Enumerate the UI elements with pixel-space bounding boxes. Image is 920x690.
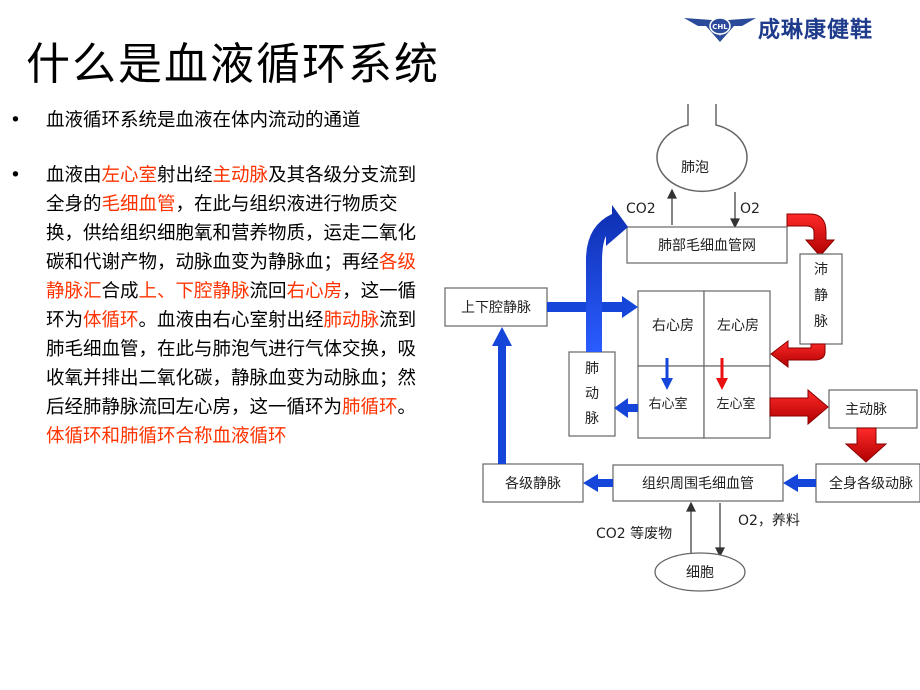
red-arrow-ventricle-to-aorta: [769, 388, 829, 426]
red-arrow-vein-to-left-atrium: [770, 339, 826, 369]
highlight-term: 上、下腔静脉: [138, 281, 250, 302]
highlight-term: 体循环: [83, 310, 139, 331]
text-run: ，这一循环为: [46, 281, 417, 331]
pulmonary-capillaries-box: [626, 226, 788, 264]
bullet-item-2: • 血液由左心室射出经主动脉及其各级分支流到全身的毛细血管，在此与组织液进行物质…: [8, 161, 433, 451]
venae-cavae-box: [444, 287, 548, 327]
pulmonary-artery-label-2: 动: [585, 386, 599, 402]
pulmonary-vein-label-2: 静: [814, 288, 828, 304]
cell-label: 细胞: [686, 565, 714, 581]
logo-abbr: CHL: [712, 23, 728, 31]
blue-arrow-veins-to-cavae: [492, 327, 512, 464]
text-run: 。血液由右心室射出经: [138, 310, 324, 331]
slide-title: 什么是血液循环系统: [26, 39, 440, 90]
pulmonary-capillaries-label: 肺部毛细血管网: [658, 238, 756, 254]
right-atrium-box: [637, 290, 705, 367]
blue-arrow-arteries-to-capillaries: [783, 474, 816, 492]
pulmonary-vein-label-1: 沛: [814, 262, 828, 278]
veins-all-label: 各级静脉: [505, 476, 561, 492]
logo-name: 成琳康健鞋: [758, 18, 874, 43]
arteries-all-box: [815, 463, 920, 503]
pulmonary-artery-box: [568, 351, 616, 437]
right-ventricle-label: 右心室: [648, 396, 687, 412]
text-run: ，在此与组织液进行物质交换，供给组织细胞氧和营养物质，运走二氧化碳和代谢产物，动…: [46, 194, 417, 273]
left-ventricle-label: 左心室: [716, 396, 755, 412]
co2-top-label: CO2: [626, 201, 656, 217]
highlight-term: 肺循环: [342, 397, 398, 418]
text-run: 流到肺毛细血管，在此与肺泡气进行气体交换，吸收氧并排出二氧化碳，静脉血变为动脉血…: [46, 310, 417, 418]
red-arrow-aorta-to-arteries: [844, 427, 888, 463]
highlight-term: 毛细血管: [101, 194, 176, 215]
bullet-dot: •: [10, 165, 21, 186]
red-arrow-capillaries-to-vein: [786, 213, 836, 257]
highlight-term: 各级静脉汇: [46, 252, 417, 302]
text-run: 合成: [101, 281, 139, 302]
bullet-text: 血液由左心室射出经主动脉及其各级分支流到全身的毛细血管，在此与组织液进行物质交换…: [46, 165, 416, 447]
gas-exchange-arrows: [667, 188, 740, 229]
internal-atrium-ventricle-arrows: [661, 358, 728, 390]
winged-emblem-icon: CHL: [684, 17, 756, 42]
co2-waste-label: CO2 等废物: [596, 525, 672, 542]
cell-ellipse: [654, 552, 746, 592]
aorta-label: 主动脉: [845, 402, 887, 418]
left-atrium-label: 左心房: [717, 318, 759, 334]
highlight-term: 右心房: [286, 281, 343, 302]
pulmonary-vein-box: [799, 253, 843, 345]
blue-arrow-ventricle-to-artery: [614, 398, 638, 418]
highlight-term: 肺动脉: [323, 310, 380, 331]
arteries-all-label: 全身各级动脉: [829, 475, 913, 492]
text-run: 。: [397, 397, 417, 418]
bullet-list: • 血液循环系统是血液在体内流动的通道 • 血液由左心室射出经主动脉及其各级分支…: [8, 106, 433, 451]
left-atrium-box: [703, 290, 771, 367]
brand-logo: CHL 成琳康健鞋: [682, 6, 918, 46]
o2-nutrients-label: O2，养料: [738, 513, 800, 529]
bullet-text: 血液循环系统是血液在体内流动的通道: [46, 110, 361, 131]
bullet-item-1: • 血液循环系统是血液在体内流动的通道: [8, 106, 433, 135]
heart-chambers: [637, 290, 771, 439]
bullet-dot: •: [10, 110, 21, 131]
right-atrium-label: 右心房: [652, 318, 694, 334]
tissue-capillaries-box: [612, 464, 784, 502]
alveoli-bulb: 肺泡: [656, 104, 748, 193]
text-run: 流回: [249, 281, 287, 302]
cell-exchange-arrows: [686, 501, 725, 558]
left-ventricle-box: [703, 365, 771, 439]
blue-arrow-artery-to-capillaries: [586, 205, 628, 352]
alveoli-label: 肺泡: [681, 160, 709, 176]
text-run: 及其各级分支流到全身的: [46, 165, 417, 215]
blue-arrow-capillaries-to-veins: [583, 474, 613, 492]
pulmonary-artery-label-1: 肺: [585, 361, 599, 377]
venae-cavae-label: 上下腔静脉: [461, 300, 531, 316]
highlight-term: 体循环和肺循环合称血液循环: [46, 426, 287, 447]
text-run: 血液由: [46, 165, 102, 186]
veins-all-box: [482, 463, 584, 503]
o2-top-label: O2: [740, 201, 760, 217]
tissue-capillaries-label: 组织周围毛细血管: [642, 476, 754, 492]
highlight-term: 左心室: [101, 165, 158, 186]
pulmonary-vein-label-3: 脉: [814, 314, 828, 330]
highlight-term: 主动脉: [212, 165, 269, 186]
text-run: 射出经: [157, 165, 213, 186]
pulmonary-artery-label-3: 脉: [585, 411, 599, 427]
aorta-box: [828, 389, 918, 429]
